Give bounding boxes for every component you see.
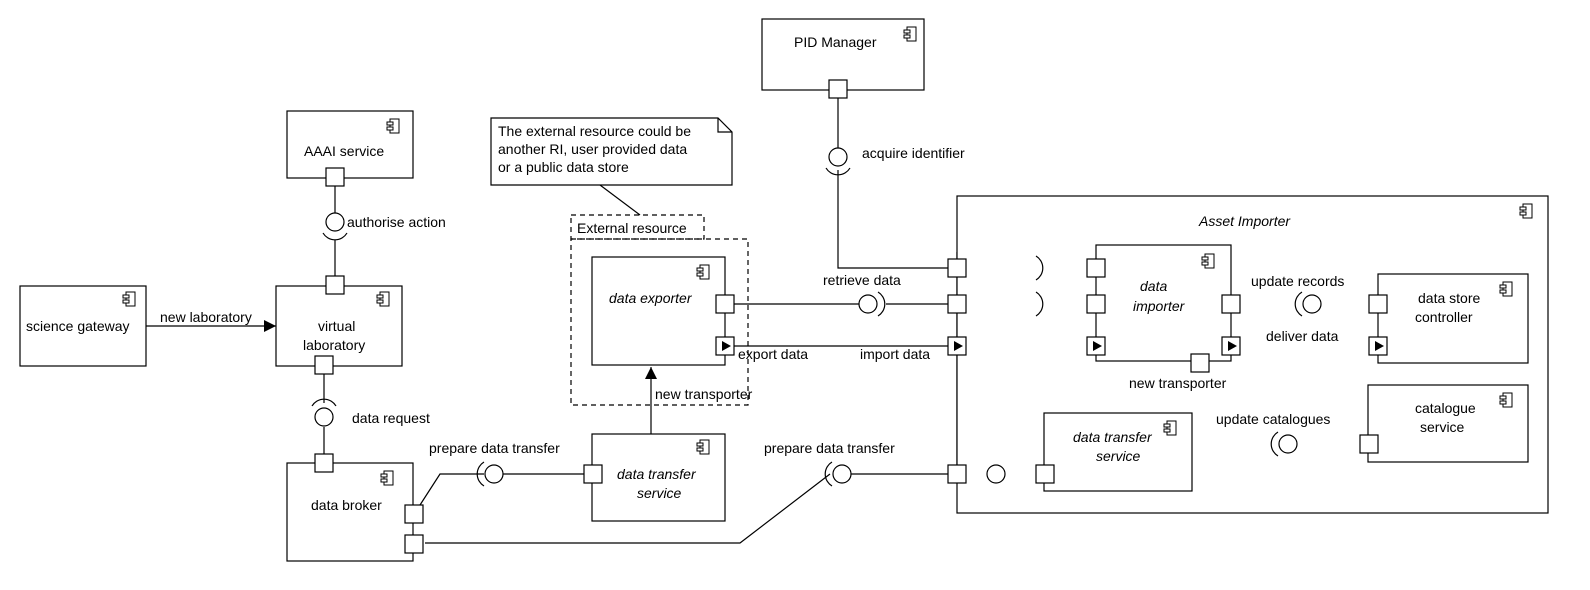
external-resource-tab	[570, 214, 705, 240]
data-transfer-service-right-label-2: service	[1096, 448, 1141, 464]
external-resource-frame	[570, 238, 749, 406]
authorise-action-socket	[322, 232, 348, 241]
prepare-transfer-right-connector	[425, 473, 831, 544]
catalogue-service-label-1: catalogue	[1415, 400, 1476, 416]
transfer-right-port	[1035, 464, 1055, 484]
new-transporter-left-label: new transporter	[655, 386, 753, 402]
retrieve-data-label: retrieve data	[823, 272, 901, 288]
data-broker-label: data broker	[311, 497, 382, 513]
data-transfer-service-right-label-1: data transfer	[1073, 429, 1153, 445]
external-resource-label: External resource	[577, 220, 687, 236]
pid-manager-component	[761, 18, 925, 91]
update-records-interface	[1302, 294, 1322, 314]
science-gateway-label: science gateway	[26, 318, 130, 334]
export-arrow-icon	[722, 341, 731, 351]
acquire-identifier-interface	[828, 147, 848, 167]
transfer-left-port	[583, 464, 603, 484]
new-transporter-right-label: new transporter	[1129, 375, 1227, 391]
science-gateway-component	[19, 285, 147, 367]
pid-manager-label: PID Manager	[794, 34, 877, 50]
asset-importer-port-pid	[947, 258, 967, 278]
export-data-label: export data	[738, 346, 808, 362]
new-laboratory-label: new laboratory	[160, 309, 252, 325]
note-anchor	[599, 184, 641, 216]
data-transfer-service-left-label-2: service	[637, 485, 682, 501]
internal-transfer-interface	[986, 464, 1006, 484]
store-port-records	[1368, 294, 1388, 314]
import-data-label: import data	[860, 346, 930, 362]
prepare-transfer-right-interface	[832, 464, 852, 484]
importer-port-2	[1086, 294, 1106, 314]
authorise-action-label: authorise action	[347, 214, 446, 230]
prepare-transfer-right-socket	[824, 461, 833, 487]
importer-arrow-icon	[1093, 341, 1102, 351]
asset-importer-port-transfer	[947, 464, 967, 484]
note-box	[490, 117, 733, 186]
data-importer-label-1: data	[1140, 278, 1167, 294]
update-records-socket	[1294, 291, 1303, 317]
data-broker-port-top	[314, 453, 334, 473]
note-fold	[717, 118, 732, 133]
asset-importer-label: Asset Importer	[1198, 213, 1291, 229]
update-catalogues-socket	[1270, 431, 1279, 457]
data-request-label: data request	[352, 410, 430, 426]
note-line-3: or a public data store	[498, 159, 629, 175]
virtual-lab-port-top	[325, 275, 345, 295]
exporter-port-retrieve	[715, 294, 735, 314]
aaai-service-port	[325, 167, 345, 187]
data-request-socket	[311, 398, 337, 407]
import-arrow-icon	[954, 341, 963, 351]
catalogue-service-label-2: service	[1420, 419, 1465, 435]
data-exporter-label: data exporter	[609, 290, 693, 306]
importer-port-1	[1086, 258, 1106, 278]
deliver-arrow-icon	[1228, 341, 1237, 351]
data-broker-port-right-1	[404, 504, 424, 524]
aaai-service-label: AAAI service	[304, 143, 384, 159]
virtual-lab-port-bottom	[314, 355, 334, 375]
data-request-interface	[314, 407, 334, 427]
update-catalogues-label: update catalogues	[1216, 411, 1330, 427]
data-store-controller-label-1: data store	[1418, 290, 1480, 306]
data-broker-port-right-2	[404, 534, 424, 554]
prepare-transfer-left-interface	[484, 464, 504, 484]
update-records-label: update records	[1251, 273, 1344, 289]
retrieve-data-interface	[858, 294, 878, 314]
prepare-transfer-left-socket	[476, 461, 485, 487]
importer-port-records	[1221, 294, 1241, 314]
note-line-1: The external resource could be	[498, 123, 691, 139]
deliver-data-label: deliver data	[1266, 328, 1339, 344]
importer-port-catalogue	[1190, 353, 1210, 373]
data-store-controller-label-2: controller	[1415, 309, 1473, 325]
update-catalogues-interface	[1278, 434, 1298, 454]
prepare-transfer-left-connector	[419, 473, 484, 506]
asset-importer-port-retrieve	[947, 294, 967, 314]
importer-socket-mid	[1035, 291, 1044, 317]
importer-socket-top	[1035, 255, 1044, 281]
acquire-identifier-socket	[825, 167, 851, 176]
retrieve-data-socket	[877, 291, 886, 317]
note-line-2: another RI, user provided data	[498, 141, 687, 157]
data-importer-label-2: importer	[1133, 298, 1186, 314]
acquire-identifier-connector	[837, 170, 957, 269]
prepare-transfer-right-label: prepare data transfer	[764, 440, 895, 456]
virtual-laboratory-label-2: laboratory	[303, 337, 365, 353]
virtual-laboratory-label-1: virtual	[318, 318, 355, 334]
data-transfer-service-left-label-1: data transfer	[617, 466, 697, 482]
store-arrow-icon	[1375, 341, 1384, 351]
pid-manager-port	[828, 79, 848, 99]
prepare-transfer-left-label: prepare data transfer	[429, 440, 560, 456]
catalogue-port	[1359, 434, 1379, 454]
acquire-identifier-label: acquire identifier	[862, 145, 965, 161]
authorise-action-interface	[325, 212, 345, 232]
